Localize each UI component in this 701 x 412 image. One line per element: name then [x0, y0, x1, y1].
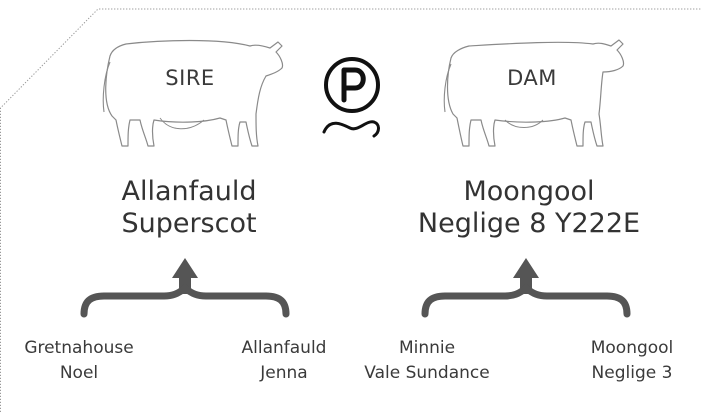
sire-bracket-arrow: [80, 258, 290, 318]
dam-name-line-2: Neglige 8 Y222E: [417, 207, 641, 239]
sire-bull-icon: [102, 39, 284, 147]
dam-parent-2: Moongool Neglige 3: [576, 336, 688, 385]
sire-name-line-1: Allanfauld: [121, 176, 257, 207]
dam-label: DAM: [507, 66, 557, 90]
dam-parent-1: Minnie Vale Sundance: [356, 336, 498, 385]
dam-parent-1-line-1: Minnie: [398, 338, 456, 358]
dam-bracket-arrow: [421, 258, 631, 318]
sire-name-line-2: Superscot: [121, 207, 257, 239]
dam-cow-icon: [443, 39, 625, 147]
sire-parent-2-line-2: Jenna: [260, 362, 308, 383]
sire-label: SIRE: [165, 66, 215, 90]
dam-parent-2-line-2: Neglige 3: [591, 362, 673, 383]
sire-parent-2-line-1: Allanfauld: [241, 338, 327, 358]
dam-name: Moongool Neglige 8 Y222E: [410, 176, 648, 240]
sire-parent-1: Gretnahouse Noel: [12, 336, 146, 385]
sire-parent-2: Allanfauld Jenna: [232, 336, 336, 385]
sire-name: Allanfauld Superscot: [84, 176, 294, 240]
sire-parent-1-line-2: Noel: [59, 362, 99, 383]
dam-name-line-1: Moongool: [463, 176, 595, 207]
dam-parent-2-line-1: Moongool: [590, 338, 674, 358]
sire-parent-1-line-1: Gretnahouse: [24, 338, 134, 358]
polled-icon: [322, 57, 380, 138]
dam-parent-1-line-2: Vale Sundance: [364, 362, 490, 383]
